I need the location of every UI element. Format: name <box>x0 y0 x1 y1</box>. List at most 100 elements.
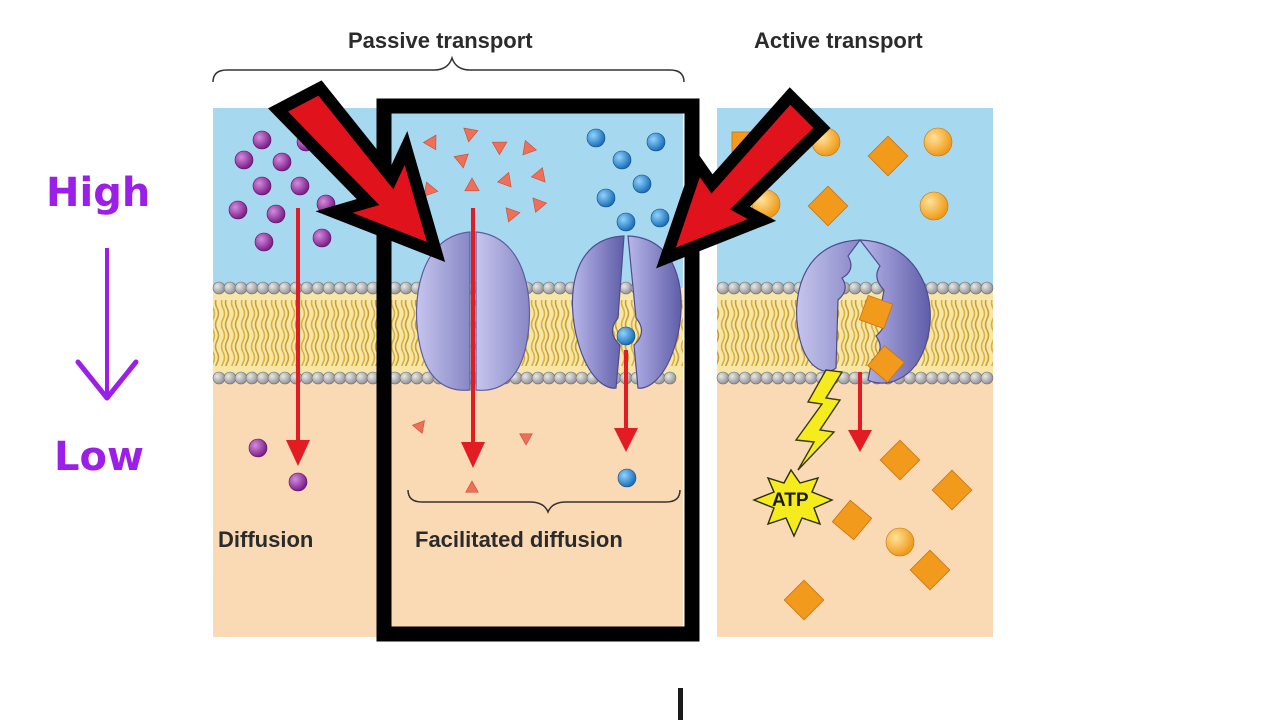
triangle-molecule <box>497 171 512 188</box>
lipid-head <box>520 371 534 385</box>
triangle-molecule <box>464 177 480 192</box>
lipid-head <box>738 371 752 385</box>
lipid-head <box>344 281 358 295</box>
lipid-head <box>267 371 281 385</box>
lipid-head <box>399 371 413 385</box>
pump-protein <box>796 239 931 384</box>
purple-molecule <box>252 130 272 150</box>
lipid-head <box>958 371 972 385</box>
lipid-head <box>300 371 314 385</box>
triangle-molecule <box>453 153 469 169</box>
triangle-molecule <box>519 433 533 446</box>
triangle-molecule <box>422 134 437 151</box>
diffusion-arrowhead <box>286 440 310 466</box>
purple-molecule <box>290 176 310 196</box>
triangle-molecule <box>522 139 537 156</box>
lipid-head <box>749 281 763 295</box>
lipid-head <box>322 281 336 295</box>
lipid-head <box>782 281 796 295</box>
lipid-head <box>980 281 994 295</box>
lipid-head <box>542 281 556 295</box>
lipid-head <box>848 281 862 295</box>
blue-molecule <box>616 326 636 346</box>
blue-molecule <box>646 132 666 152</box>
pointer-arrow-right <box>656 87 831 269</box>
lipid-head <box>749 371 763 385</box>
active-transport-header: Active transport <box>754 28 923 53</box>
bottom-tick <box>678 688 683 720</box>
orange-sphere <box>885 527 915 557</box>
lipid-head <box>969 281 983 295</box>
pointer-arrow-left <box>268 80 446 263</box>
highlight-box <box>376 98 700 642</box>
gradient-arrow <box>75 248 139 401</box>
triangle-molecule <box>465 480 479 493</box>
lipid-head <box>980 371 994 385</box>
lipid-head <box>958 281 972 295</box>
lipid-head <box>234 281 248 295</box>
purple-molecule <box>272 152 292 172</box>
lipid-head <box>223 371 237 385</box>
lipid-head <box>256 281 270 295</box>
triangle-molecule <box>491 141 508 156</box>
blue-molecule <box>612 150 632 170</box>
orange-cube <box>879 439 921 481</box>
lipid-head <box>663 371 677 385</box>
triangle-molecule <box>423 181 439 197</box>
lipid-head <box>322 371 336 385</box>
lipid-head <box>716 371 730 385</box>
lipid-head <box>333 281 347 295</box>
lipid-head <box>355 281 369 295</box>
lipid-head <box>947 281 961 295</box>
orange-cube <box>783 579 825 621</box>
lipid-head <box>553 371 567 385</box>
lipid-head <box>782 371 796 385</box>
lipid-head <box>542 371 556 385</box>
carrier-arrowhead <box>614 428 638 452</box>
lipid-head <box>925 281 939 295</box>
lipid-head <box>760 371 774 385</box>
purple-molecule <box>252 176 272 196</box>
purple-molecule <box>312 228 332 248</box>
triangle-molecule <box>463 127 479 143</box>
purple-molecule <box>266 204 286 224</box>
lipid-head <box>727 371 741 385</box>
orange-cube <box>909 549 951 591</box>
lipid-head <box>793 371 807 385</box>
active-solutes <box>731 127 973 621</box>
blue-molecule <box>617 468 637 488</box>
lipid-head <box>531 281 545 295</box>
lipid-head <box>925 371 939 385</box>
lipid-head <box>267 281 281 295</box>
carrier-protein <box>571 235 682 389</box>
diffusion-caption: Diffusion <box>218 527 314 552</box>
orange-cube <box>831 499 873 541</box>
lipid-head <box>716 281 730 295</box>
lipid-head <box>936 371 950 385</box>
facilitated-bracket <box>407 489 681 515</box>
lipid-head <box>311 371 325 385</box>
pump-arrowhead <box>848 430 872 452</box>
triangle-molecule <box>411 420 425 434</box>
lipid-head <box>355 371 369 385</box>
blue-molecule <box>596 188 616 208</box>
lipid-head <box>311 281 325 295</box>
orange-sphere <box>919 191 949 221</box>
triangle-molecule <box>532 197 548 213</box>
lipid-head <box>223 281 237 295</box>
lipid-head <box>212 281 226 295</box>
blue-molecule <box>616 212 636 232</box>
lipid-head <box>914 371 928 385</box>
lipid-head <box>245 281 259 295</box>
lipid-head <box>738 281 752 295</box>
orange-cube <box>931 469 973 511</box>
carrier-solutes <box>586 128 670 488</box>
lipid-head <box>333 371 347 385</box>
lipid-head <box>564 371 578 385</box>
lipid-head <box>278 281 292 295</box>
orange-cube <box>807 185 849 227</box>
lipid-head <box>410 371 424 385</box>
lipid-head <box>936 281 950 295</box>
passive-transport-header: Passive transport <box>348 28 533 53</box>
